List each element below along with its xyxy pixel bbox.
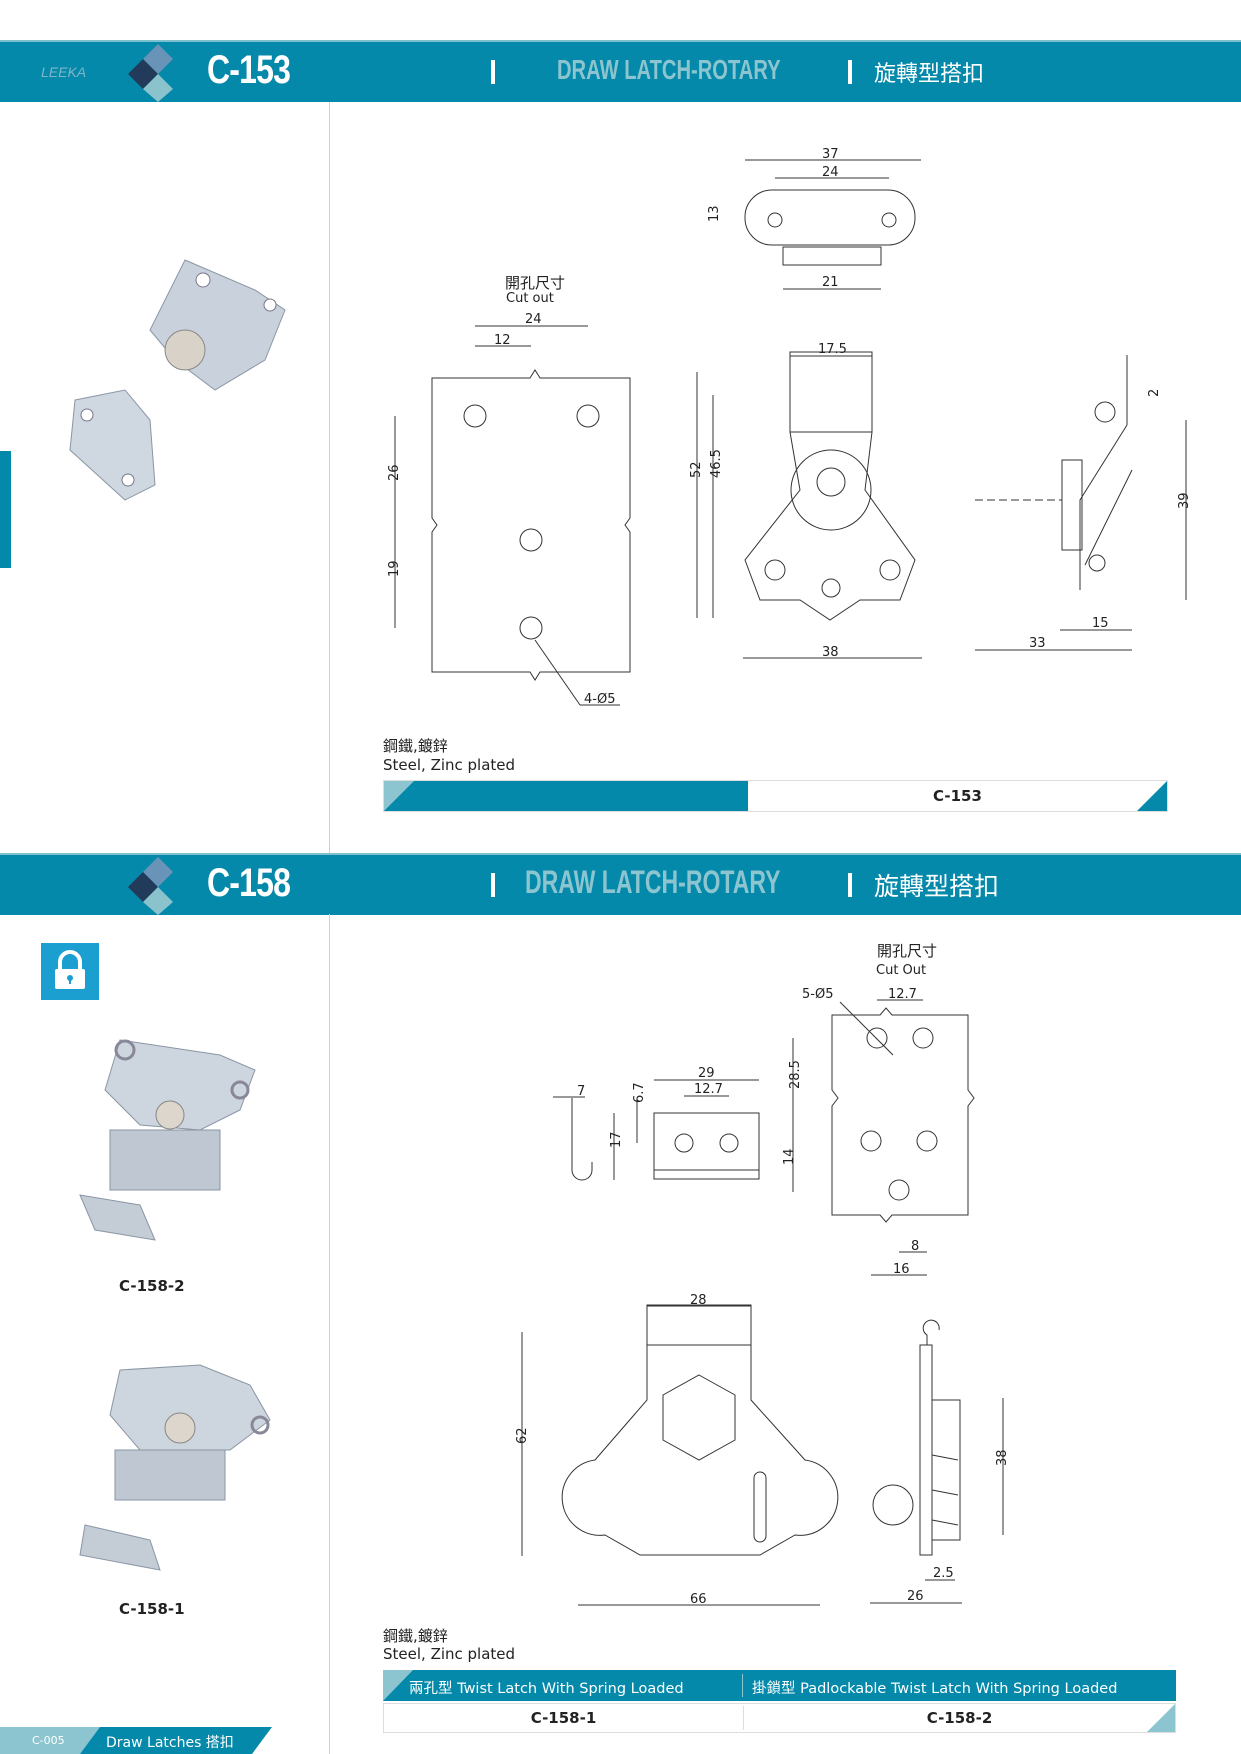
separator — [491, 873, 495, 897]
dim-label: 24 — [525, 312, 542, 327]
dim-label: 15 — [1092, 616, 1109, 631]
dim-label: 26 — [387, 464, 402, 481]
title-english: DRAW LATCH-ROTARY — [557, 54, 781, 85]
table-header-cell: 兩孔型 Twist Latch With Spring Loaded — [409, 1681, 684, 1697]
dim-label: 17 — [609, 1131, 624, 1148]
dim-label: 46.5 — [709, 449, 724, 478]
dim-label: 62 — [515, 1427, 530, 1444]
cutout-label-en: Cut out — [506, 291, 554, 306]
photo-caption: C-158-1 — [119, 1600, 185, 1618]
section-header-c153: LEEKA C-153 DRAW LATCH-ROTARY 旋轉型搭扣 — [0, 40, 1241, 102]
dim-label: 8 — [911, 1239, 919, 1254]
drawing-c158-plate: 7 29 12.7 6.7 17 — [553, 1066, 760, 1181]
dim-label: 38 — [822, 645, 839, 660]
cutout-label-zh: 開孔尺寸 — [505, 274, 565, 292]
column-divider — [329, 102, 330, 854]
dim-label: 4-Ø5 — [584, 692, 615, 707]
dim-label: 39 — [1177, 492, 1192, 509]
table-header-cell: 掛鎖型 Padlockable Twist Latch With Spring … — [752, 1681, 1118, 1697]
model-code: C-153 — [933, 787, 982, 805]
section-header-c158: C-158 DRAW LATCH-ROTARY 旋轉型搭扣 — [0, 853, 1241, 915]
dim-label: 28 — [690, 1293, 707, 1308]
product-photo-c153 — [69, 259, 286, 501]
dim-label: 12.7 — [888, 987, 917, 1002]
drawing-c153-cutout: 開孔尺寸 Cut out 24 12 26 19 4-Ø5 — [387, 274, 631, 707]
material-zh: 鋼鐵,鍍鋅 — [383, 1627, 448, 1645]
diamond-logo-icon — [128, 857, 173, 915]
dim-label: 13 — [707, 205, 722, 222]
dim-label: 38 — [995, 1449, 1010, 1466]
dim-label: 17.5 — [818, 342, 847, 357]
dim-label: 21 — [822, 275, 839, 290]
dim-label: 19 — [387, 560, 402, 577]
footer-tab — [0, 1727, 272, 1754]
dim-label: 2 — [1147, 389, 1162, 397]
dim-label: 7 — [577, 1084, 585, 1099]
drawing-c153-front: 17.5 52 46.5 38 — [689, 342, 922, 660]
dim-label: 66 — [690, 1592, 707, 1607]
drawing-c158-front: 28 62 66 — [515, 1293, 839, 1607]
product-photo-c158-1 — [79, 1364, 271, 1571]
separator — [848, 873, 852, 897]
product-photo-c158-2 — [79, 1039, 256, 1241]
side-tab — [0, 451, 11, 568]
dim-label: 52 — [689, 461, 704, 478]
photo-caption: C-158-2 — [119, 1277, 185, 1295]
dim-label: 26 — [907, 1589, 924, 1604]
drawing-c153-plate: 37 24 13 21 — [707, 147, 921, 290]
separator — [491, 60, 495, 84]
drawing-c158-side: 38 2.5 26 — [870, 1319, 1010, 1604]
dim-label: 16 — [893, 1262, 910, 1277]
corner-decoration — [1137, 781, 1167, 811]
corner-decoration — [384, 781, 414, 811]
material-en: Steel, Zinc plated — [383, 1645, 516, 1663]
dim-label: 37 — [822, 147, 839, 162]
footer-category: Draw Latches 搭扣 — [106, 1735, 234, 1751]
drawing-c158-cutout: 開孔尺寸 Cut Out 5-Ø5 12.7 28.5 14 8 16 — [782, 942, 975, 1277]
title-chinese: 旋轉型搭扣 — [874, 872, 1000, 901]
dim-label: 29 — [698, 1066, 715, 1081]
page-number: C-005 — [32, 1734, 65, 1747]
title-chinese: 旋轉型搭扣 — [874, 62, 985, 87]
column-divider — [329, 914, 330, 1754]
cutout-label-zh: 開孔尺寸 — [877, 942, 937, 960]
table-cell: C-158-1 — [530, 1709, 597, 1727]
dim-label: 24 — [822, 165, 839, 180]
dim-label: 12.7 — [694, 1082, 723, 1097]
drawing-c153-side: 2 39 15 33 — [975, 355, 1192, 651]
brand-logo: LEEKA — [41, 64, 87, 80]
corner-decoration — [1147, 1704, 1175, 1732]
padlock-icon — [41, 943, 99, 1000]
table-header: 兩孔型 Twist Latch With Spring Loaded 掛鎖型 P… — [383, 1670, 1176, 1701]
title-english: DRAW LATCH-ROTARY — [525, 864, 781, 900]
separator — [848, 60, 852, 84]
code-bar: C-153 — [383, 780, 1168, 812]
divider — [742, 1674, 743, 1697]
cutout-label-en: Cut Out — [876, 963, 926, 978]
material-en: Steel, Zinc plated — [383, 756, 516, 774]
dim-label: 5-Ø5 — [802, 987, 833, 1002]
diamond-logo-icon — [128, 44, 173, 102]
corner-decoration — [383, 1670, 413, 1701]
model-number: C-153 — [207, 48, 291, 92]
dim-label: 12 — [494, 333, 511, 348]
dim-label: 2.5 — [933, 1566, 954, 1581]
dim-label: 14 — [782, 1148, 797, 1165]
table-row: C-158-1 C-158-2 — [383, 1703, 1176, 1733]
model-number: C-158 — [207, 861, 291, 905]
dim-label: 33 — [1029, 636, 1046, 651]
dim-label: 28.5 — [788, 1060, 803, 1089]
code-bar-accent — [384, 781, 748, 811]
dim-label: 6.7 — [632, 1082, 647, 1103]
material-zh: 鋼鐵,鍍鋅 — [383, 737, 448, 755]
divider — [743, 1706, 744, 1730]
table-cell: C-158-2 — [926, 1709, 993, 1727]
